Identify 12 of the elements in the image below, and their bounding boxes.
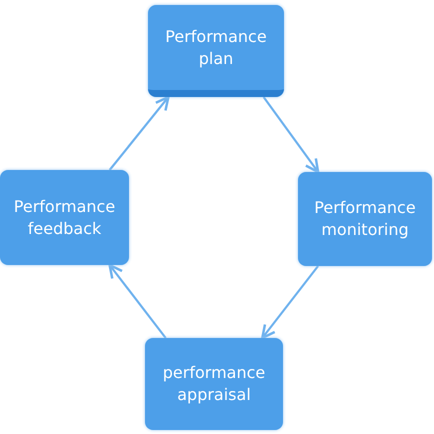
- arrow: [261, 265, 319, 340]
- arrow: [108, 96, 170, 171]
- process-box: [298, 172, 432, 266]
- arrow: [108, 264, 167, 339]
- box-label: performance appraisal: [162, 362, 266, 406]
- box-label: Performance monitoring: [313, 197, 417, 241]
- arrow: [262, 96, 320, 174]
- process-box: [0, 170, 129, 265]
- process-box: [145, 338, 283, 430]
- box-label: Performance feedback: [12, 196, 116, 240]
- box-label: Performance plan: [164, 26, 268, 70]
- process-box: [148, 5, 284, 97]
